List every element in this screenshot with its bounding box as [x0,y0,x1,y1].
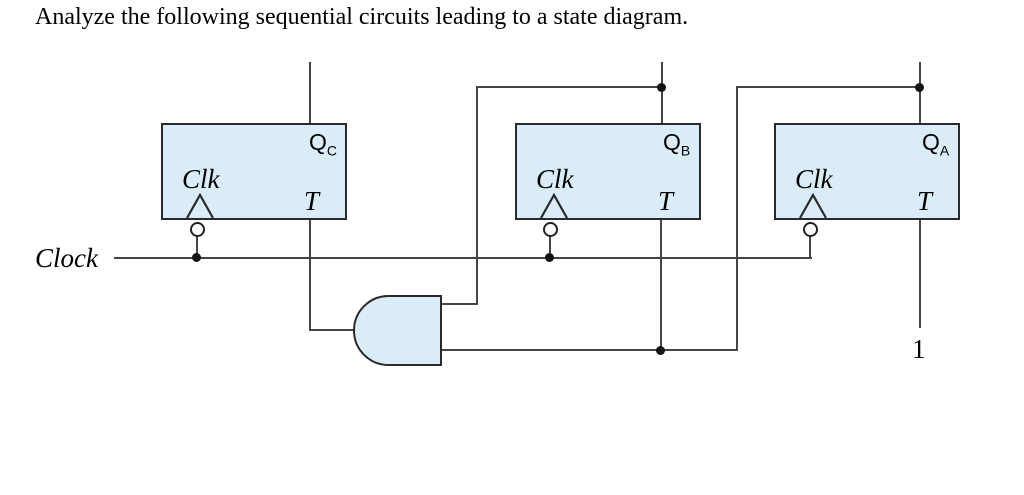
wire-t-c-input [309,219,311,331]
wire-clock [114,257,812,259]
junction-dot [656,346,665,355]
page-title: Analyze the following sequential circuit… [35,4,689,30]
wire-t-a-input [919,219,921,328]
q-output-label: QA [922,129,949,158]
wire-clock-riser-c [196,236,198,258]
t-input-label: T [304,186,320,216]
wire-qc-output [309,62,311,124]
wire-clock-riser-a [809,236,811,259]
clock-edge-triangle-icon [540,193,568,219]
clock-edge-triangle-icon [799,193,827,219]
clk-label: Clk [795,164,833,194]
junction-dot [915,83,924,92]
wire-qb-output [661,62,663,124]
clk-label: Clk [182,164,220,194]
flip-flop-b: Clk QB T [515,123,701,220]
q-output-label: QC [309,129,337,158]
wire-qa-feedback-v [736,86,738,351]
junction-dot [192,253,201,262]
junction-dot [657,83,666,92]
q-letter: Q [309,129,327,155]
junction-dot [545,253,554,262]
wire-and-output [309,329,357,331]
and-gate [353,295,442,366]
clock-bubble-icon [543,222,558,237]
q-subscript: C [326,142,338,159]
t-input-label: T [917,186,933,216]
q-output-label: QB [663,129,690,158]
wire-and-input-top [440,303,478,305]
clock-edge-triangle-icon [186,193,214,219]
wire-qb-feedback-h [477,86,663,88]
clock-bubble-icon [190,222,205,237]
constant-one-label: 1 [912,334,926,364]
wire-qb-feedback-v [476,86,478,305]
wire-clock-riser-b [549,236,551,258]
clk-label: Clk [536,164,574,194]
flip-flop-c: Clk QC T [161,123,347,220]
q-letter: Q [663,129,681,155]
q-letter: Q [922,129,940,155]
q-subscript: B [680,142,691,159]
wire-qa-feedback-h [737,86,921,88]
clock-signal-label: Clock [35,243,98,273]
flip-flop-a: Clk QA T [774,123,960,220]
wire-qa-output [919,62,921,124]
clock-bubble-icon [803,222,818,237]
wire-t-b-input [660,219,662,351]
q-subscript: A [939,142,950,159]
t-input-label: T [658,186,674,216]
wire-and-input-bottom [440,349,738,351]
